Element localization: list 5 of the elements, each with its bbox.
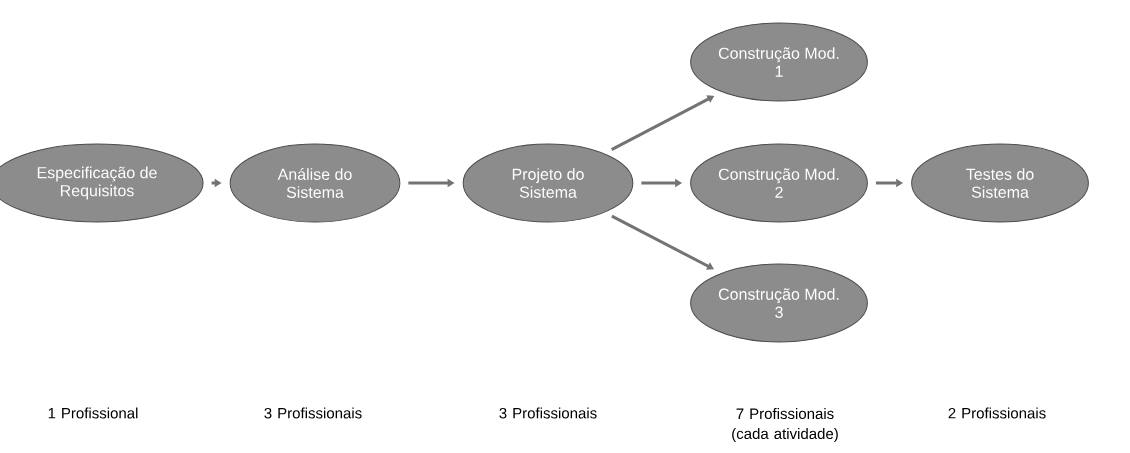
staff-count-label: 7 Profissionais (cada atividade)	[732, 408, 838, 442]
staff-count-label: 2 Profissionais	[948, 407, 1046, 419]
staff-count-label: 3 Profissionais	[264, 407, 362, 419]
staff-count-label: 3 Profissionais	[499, 407, 597, 419]
staff-count-label: 1 Profissional	[48, 407, 138, 419]
